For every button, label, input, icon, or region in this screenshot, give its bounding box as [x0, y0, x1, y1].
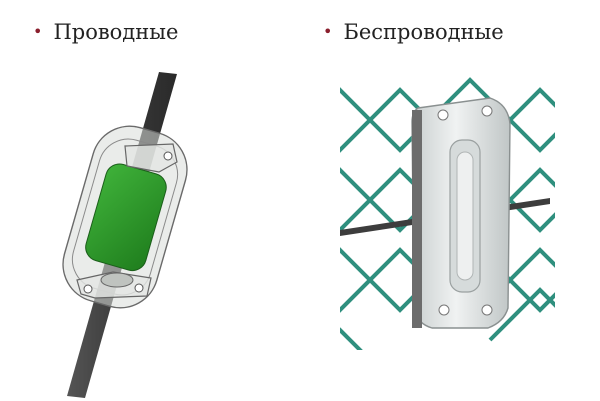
- caption-wireless: • Беспроводные: [323, 17, 504, 47]
- bullet-icon: •: [33, 22, 43, 41]
- caption-wired-label: Проводные: [53, 20, 179, 44]
- caption-wired: • Проводные: [33, 17, 178, 47]
- wireless-sensor-body: [411, 97, 511, 329]
- caption-wireless-label: Беспроводные: [343, 20, 504, 44]
- wireless-fence-sensor-icon: [340, 77, 555, 350]
- sensor-housing: [62, 125, 188, 309]
- bullet-icon: •: [323, 22, 333, 41]
- wired-fence-sensor-icon: [62, 72, 188, 398]
